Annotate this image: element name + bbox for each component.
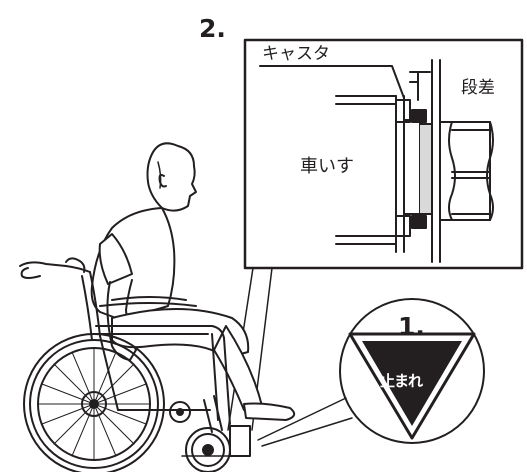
wheelchair-seat (95, 325, 225, 339)
stop-sign-text: 止まれ (380, 372, 423, 390)
wheelchair-label: 車いす (300, 156, 354, 177)
detail-box (243, 38, 524, 270)
caster-leader-line (259, 65, 405, 99)
frame-upper-tube (335, 95, 397, 105)
caster-label: キャスタ (262, 44, 330, 64)
callout-circle (339, 298, 485, 444)
caster-upper-block (395, 99, 411, 123)
callout-pointer (257, 397, 353, 447)
person-head (146, 142, 197, 212)
person-foot (243, 402, 296, 421)
wheelchair-rear-wheel (23, 333, 165, 472)
caster-lower-block (395, 215, 411, 237)
frame-lower-tube (335, 235, 397, 245)
step-1-number: 1. (398, 312, 425, 341)
wheelchair-armrest (99, 296, 197, 307)
step-curb (431, 59, 441, 263)
wheelchair-handle (19, 257, 91, 273)
step-label: 段差 (461, 78, 495, 98)
wheelchair-front-caster (169, 395, 231, 472)
step-2-number: 2. (199, 14, 226, 43)
stop-sign (362, 341, 462, 426)
